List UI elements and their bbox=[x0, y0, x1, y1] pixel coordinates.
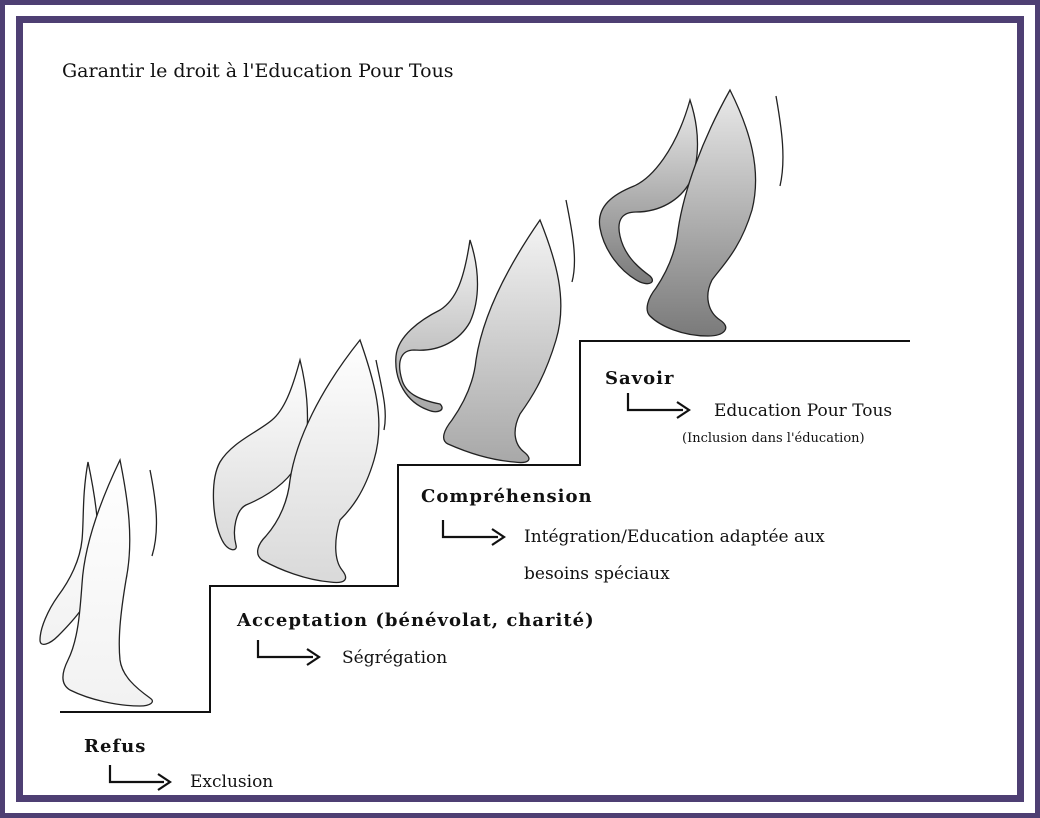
step-comprehension-heading: Compréhension bbox=[421, 486, 593, 507]
legs-pair-4 bbox=[599, 90, 783, 336]
arrow-acceptation bbox=[258, 640, 319, 665]
step-savoir-heading: Savoir bbox=[605, 368, 674, 389]
arrow-refus bbox=[110, 765, 170, 790]
step-comprehension-result-line1: Intégration/Education adaptée aux bbox=[524, 527, 825, 547]
step-comprehension-result-line2: besoins spéciaux bbox=[524, 564, 670, 584]
legs-pair-3 bbox=[396, 200, 575, 463]
step-acceptation-result: Ségrégation bbox=[342, 648, 447, 668]
arrow-savoir bbox=[628, 393, 689, 418]
step-savoir-result: Education Pour Tous bbox=[714, 401, 892, 421]
step-refus-result: Exclusion bbox=[190, 772, 273, 792]
legs-pair-2 bbox=[213, 340, 385, 583]
legs-pair-1 bbox=[40, 460, 156, 706]
step-acceptation-heading: Acceptation (bénévolat, charité) bbox=[237, 610, 595, 631]
step-savoir-note: (Inclusion dans l'éducation) bbox=[682, 431, 865, 446]
arrow-comprehension bbox=[443, 520, 504, 545]
step-refus-heading: Refus bbox=[84, 736, 146, 757]
diagram-title: Garantir le droit à l'Education Pour Tou… bbox=[62, 60, 454, 82]
